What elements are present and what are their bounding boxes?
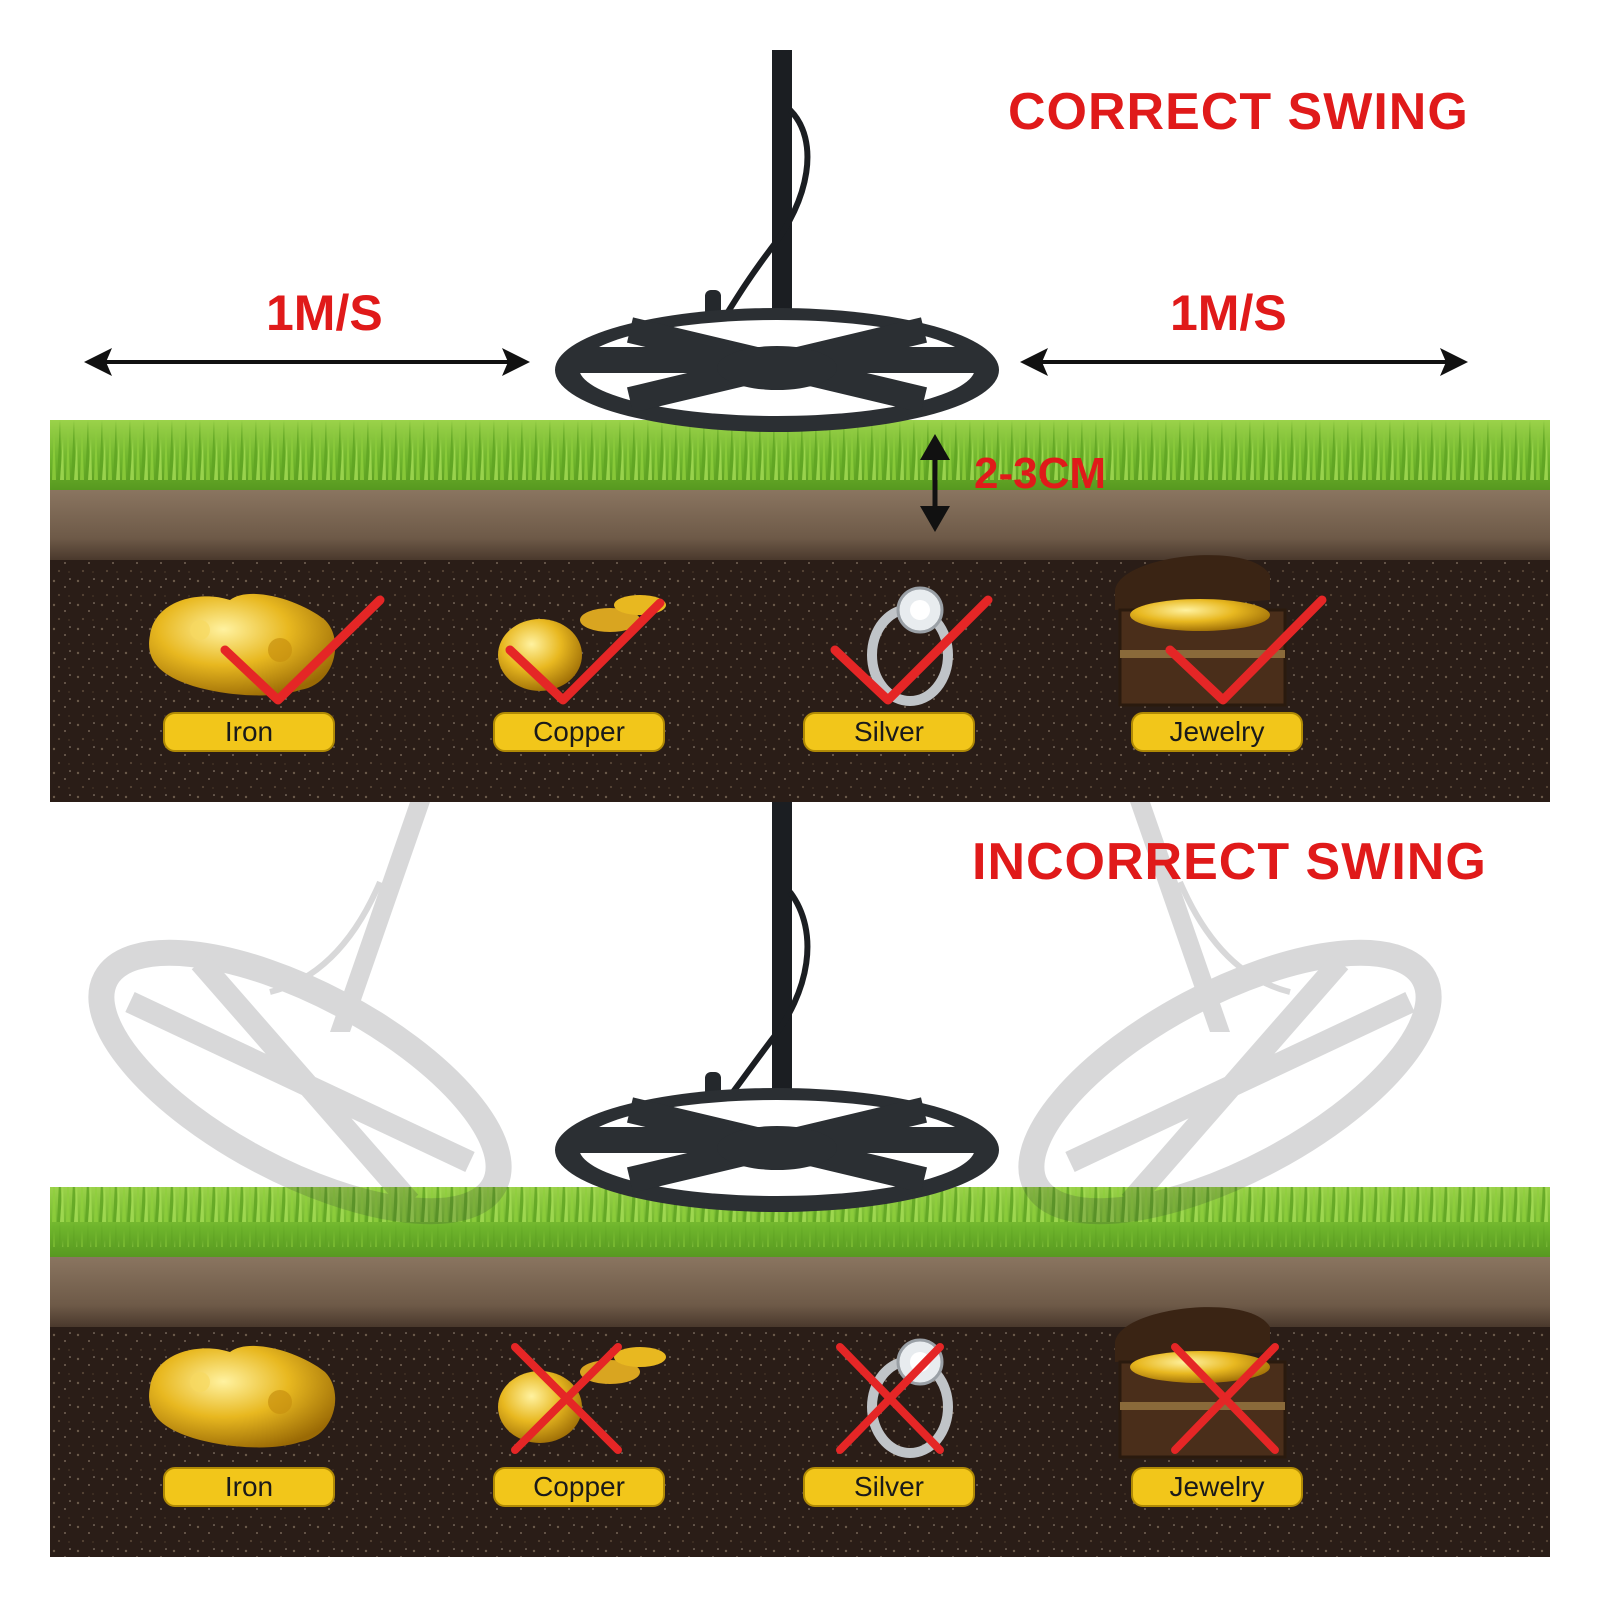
item-label: Copper <box>493 1467 665 1507</box>
cross-icon <box>836 1343 944 1454</box>
checkmark-icon <box>1165 595 1327 705</box>
treasure-chest-icon <box>1115 1307 1287 1459</box>
metal-detector-icon <box>1018 802 1442 1225</box>
speed-label-left: 1M/S <box>266 285 383 341</box>
incorrect-swing-panel: INCORRECT SWING Iron Copper Silver Jewel… <box>50 802 1550 1557</box>
incorrect-swing-heading: INCORRECT SWING <box>972 833 1487 891</box>
double-arrow-icon <box>84 348 530 376</box>
gold-nugget-icon <box>149 593 336 696</box>
checkmark-icon <box>830 595 993 705</box>
treasure-chest-icon <box>1115 555 1287 707</box>
speed-label-right: 1M/S <box>1170 285 1287 341</box>
cross-icon <box>1171 1343 1279 1454</box>
item-label: Iron <box>163 712 335 752</box>
metal-detector-icon <box>88 802 512 1225</box>
item-label: Jewelry <box>1131 1467 1303 1507</box>
correct-swing-panel: CORRECT SWING 1M/S 1M/S 2-3CM Iron Coppe… <box>50 0 1550 802</box>
ring-icon <box>867 586 953 706</box>
ground <box>50 420 1550 802</box>
double-arrow-icon <box>1020 348 1468 376</box>
cross-icon <box>511 1343 622 1454</box>
metal-detector-icon <box>555 802 999 1212</box>
checkmark-icon <box>505 598 665 705</box>
incorrect-swing-scene <box>50 802 1550 1557</box>
correct-swing-scene <box>50 50 1550 802</box>
correct-swing-heading: CORRECT SWING <box>1008 83 1469 141</box>
item-label: Silver <box>803 1467 975 1507</box>
sweep-height-label: 2-3CM <box>974 449 1107 498</box>
coin-icon <box>498 595 666 691</box>
item-label: Jewelry <box>1131 712 1303 752</box>
gold-nugget-icon <box>149 1345 336 1448</box>
item-label: Silver <box>803 712 975 752</box>
metal-detector-icon <box>555 50 999 432</box>
double-arrow-icon <box>920 434 950 532</box>
checkmark-icon <box>220 595 385 705</box>
item-label: Iron <box>163 1467 335 1507</box>
item-label: Copper <box>493 712 665 752</box>
